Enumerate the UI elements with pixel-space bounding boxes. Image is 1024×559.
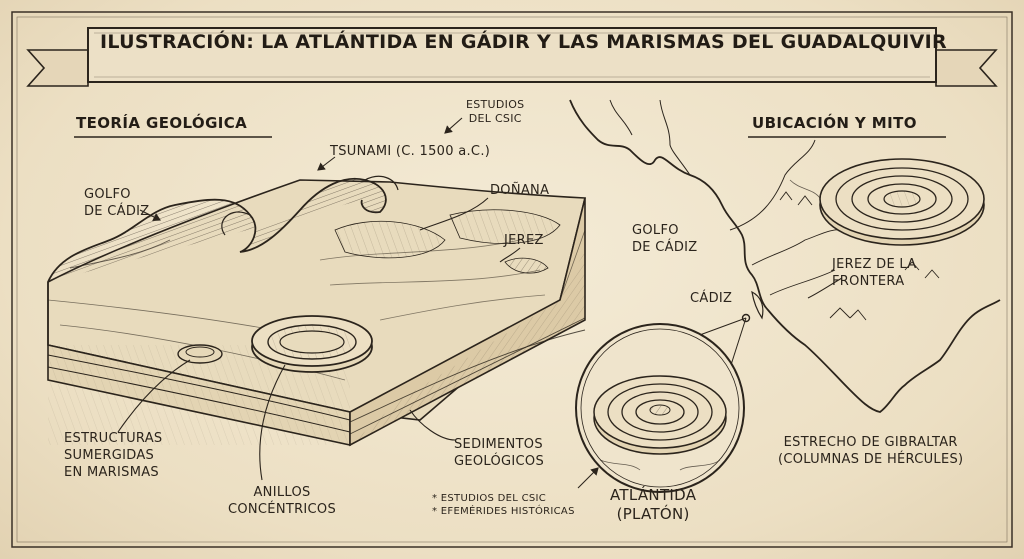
footnotes: * ESTUDIOS DEL CSIC * EFEMÉRIDES HISTÓRI… xyxy=(432,492,575,518)
label-anillos-line1: ANILLOS xyxy=(253,485,311,500)
leader-anillos xyxy=(259,364,286,481)
label-golfo-cadiz-left: GOLFO DE CÁDIZ xyxy=(84,186,149,220)
leader-donana xyxy=(419,197,489,231)
label-tsunami: TSUNAMI (C. 1500 a.C.) xyxy=(330,144,491,159)
footnote-csic: * ESTUDIOS DEL CSIC xyxy=(432,493,547,504)
label-estrecho-line1: ESTRECHO DE GIBRALTAR xyxy=(783,435,958,450)
label-golfo-cadiz-map: GOLFO DE CÁDIZ xyxy=(632,222,697,256)
label-atlantida-line2: (PLATÓN) xyxy=(616,505,690,523)
label-cadiz: CÁDIZ xyxy=(690,291,733,306)
page-title: ILUSTRACIÓN: LA ATLÁNTIDA EN GÁDIR Y LAS… xyxy=(100,31,947,53)
label-donana: DOÑANA xyxy=(490,183,550,198)
left-panel-heading: TEORÍA GEOLÓGICA xyxy=(76,114,248,132)
atlantis-lens xyxy=(575,317,747,493)
label-estrecho-gibraltar: ESTRECHO DE GIBRALTAR (COLUMNAS DE HÉRCU… xyxy=(778,434,963,468)
label-jerez: JEREZ xyxy=(504,233,544,248)
outer-frame xyxy=(11,11,1013,548)
label-estudios-csic: ESTUDIOS DEL CSIC xyxy=(466,98,524,126)
label-sedimentos: SEDIMENTOS GEOLÓGICOS xyxy=(454,436,544,470)
label-jerez-frontera-line1: JEREZ DE LA xyxy=(832,257,917,272)
guadalquivir-river xyxy=(729,139,816,231)
label-atlantida: ATLÁNTIDA (PLATÓN) xyxy=(610,486,696,524)
coastline xyxy=(569,99,1001,413)
map-concentric-rings xyxy=(819,158,985,246)
label-estrecho-line2: (COLUMNAS DE HÉRCULES) xyxy=(778,452,964,467)
right-panel-heading: UBICACIÓN Y MITO xyxy=(752,114,917,132)
label-anillos: ANILLOS CONCÉNTRICOS xyxy=(228,484,336,518)
leader-golfo xyxy=(139,209,161,221)
label-anillos-line2: CONCÉNTRICOS xyxy=(228,502,337,517)
label-estudios-line1: ESTUDIOS xyxy=(466,98,525,111)
leader-atlantida xyxy=(577,467,599,489)
leader-estudios xyxy=(444,117,463,134)
inner-frame xyxy=(16,16,1008,543)
leader-estructuras xyxy=(117,359,191,433)
leader-jerez xyxy=(499,247,521,263)
leader-jerez-map xyxy=(807,277,843,299)
label-estructuras-sumergidas: ESTRUCTURAS SUMERGIDAS EN MARISMAS xyxy=(64,430,162,481)
leader-sedimentos xyxy=(409,409,456,441)
block-concentric-rings xyxy=(251,315,373,373)
footnote-efemerides: * EFEMÉRIDES HISTÓRICAS xyxy=(432,506,575,517)
label-golfo-map-line1: GOLFO xyxy=(632,223,679,238)
label-jerez-frontera-line2: FRONTERA xyxy=(832,274,905,289)
label-estructuras-line1: ESTRUCTURAS xyxy=(64,431,163,446)
label-golfo-line1: GOLFO xyxy=(84,187,131,202)
label-atlantida-line1: ATLÁNTIDA xyxy=(610,486,697,504)
coast-map xyxy=(569,99,1001,413)
small-submerged-ring xyxy=(177,344,223,364)
label-estudios-line2: DEL CSIC xyxy=(468,112,522,125)
title-ribbon xyxy=(26,27,998,87)
geological-block xyxy=(47,175,587,447)
label-sedimentos-line2: GEOLÓGICOS xyxy=(454,454,545,469)
label-estructuras-line2: SUMERGIDAS xyxy=(64,448,155,463)
label-jerez-frontera: JEREZ DE LA FRONTERA xyxy=(832,256,916,290)
label-estructuras-line3: EN MARISMAS xyxy=(64,465,159,480)
label-golfo-map-line2: DE CÁDIZ xyxy=(632,240,698,255)
leader-tsunami xyxy=(317,156,336,171)
label-sedimentos-line1: SEDIMENTOS xyxy=(454,437,543,452)
tsunami-wave xyxy=(47,177,387,283)
label-golfo-line2: DE CÁDIZ xyxy=(84,204,150,219)
